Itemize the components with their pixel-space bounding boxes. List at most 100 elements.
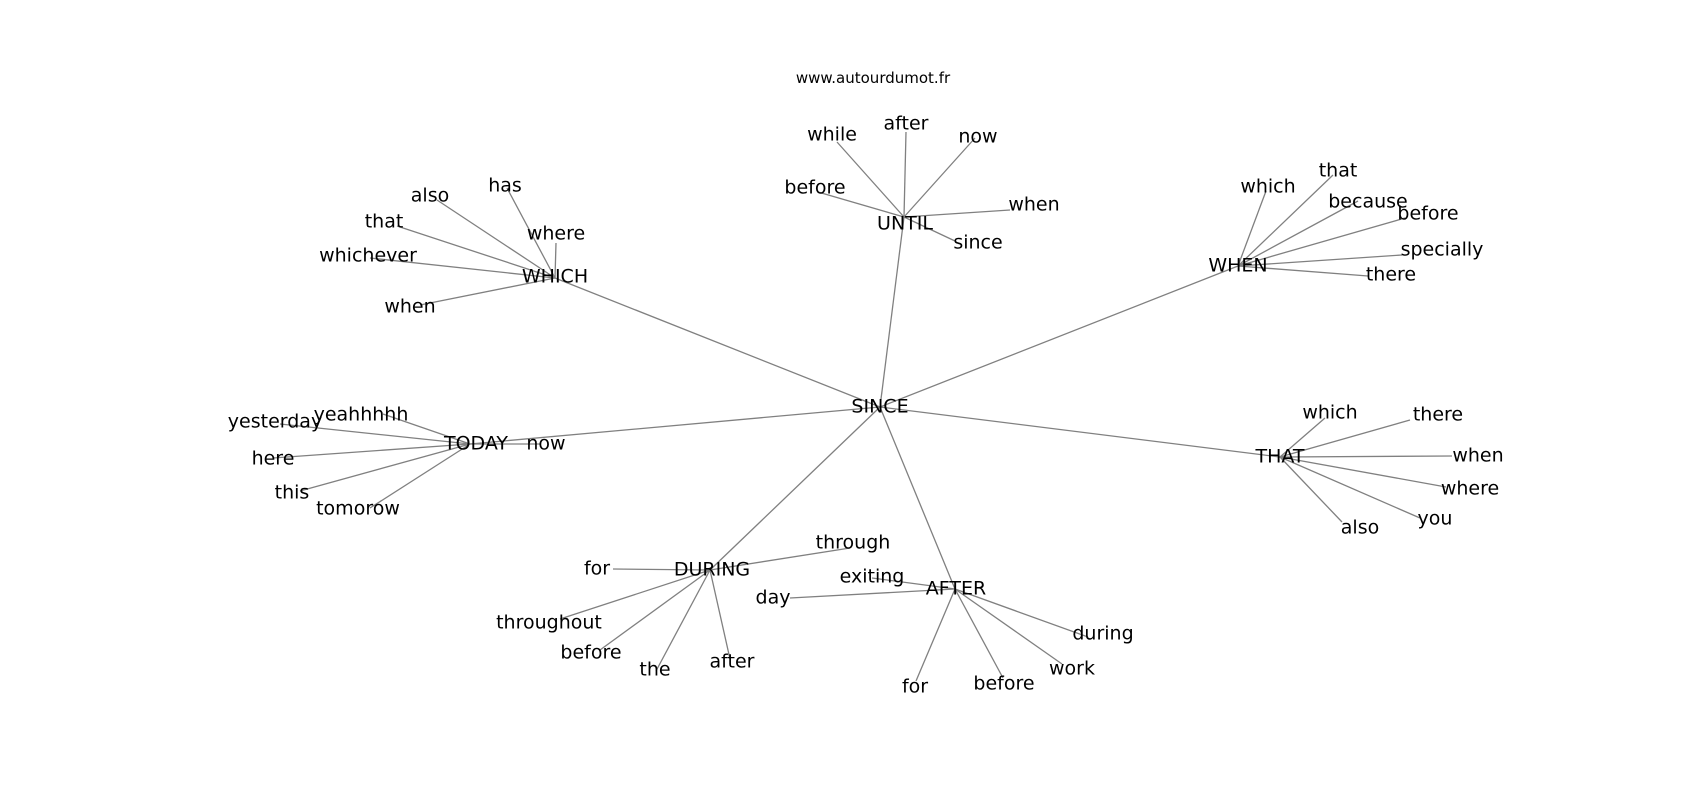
edge-during-for [612,568,711,571]
word-that-there: there [1413,404,1463,426]
edge-which-that [396,225,556,279]
word-until-before: before [784,177,845,199]
edge-during-after [709,569,731,660]
edge-that-also [1279,456,1343,523]
edge-since-during [709,406,881,571]
word-which-that: that [365,211,404,233]
edge-after-during [954,588,1089,638]
word-after-day: day [756,587,791,609]
word-which-whichever: whichever [319,245,417,267]
edge-since-today [469,406,881,445]
word-when-because: because [1328,191,1407,213]
edge-during-throughout [559,569,711,620]
word-until-after: after [884,113,929,135]
edge-since-until [879,216,905,408]
word-today-here: here [252,448,295,470]
word-which-where: where [527,223,585,245]
word-today-now: now [526,433,565,455]
graph-edges [272,131,1453,682]
edge-until-while [836,141,905,218]
edge-since-after [879,406,956,590]
word-until-while: while [807,124,857,146]
word-during-after: after [710,651,755,673]
word-during-before: before [560,642,621,664]
word-after-before: before [973,673,1034,695]
word-today-tomorow: tomorow [316,498,400,520]
word-when-which: which [1240,176,1295,198]
edge-when-specially [1237,254,1403,267]
word-until-since: since [953,232,1002,254]
node-during: DURING [674,559,750,581]
edge-since-that [879,406,1281,458]
word-which-when: when [384,296,435,318]
word-which-has: has [488,175,522,197]
node-when: WHEN [1208,255,1267,277]
word-that-also: also [1341,517,1379,539]
edge-that-which [1279,417,1326,458]
edge-today-here [272,443,471,459]
node-that: THAT [1254,446,1304,468]
edge-until-now [903,137,976,218]
edge-today-yeahhhhh [382,413,471,445]
edge-today-this [299,443,471,492]
node-after: AFTER [926,578,986,600]
word-when-before: before [1397,203,1458,225]
graph-labels: SINCE UNTIL while after now before when sinceWH… [228,113,1504,698]
edge-during-the [655,569,711,672]
edge-after-work [954,588,1063,665]
source-watermark: www.autourdumot.fr [796,69,951,87]
edge-when-there [1237,265,1369,277]
word-which-also: also [411,185,449,207]
edge-today-yesterday [279,423,471,445]
edge-after-day [789,588,956,599]
edge-which-when [419,277,556,306]
word-during-throughout: throughout [496,612,602,634]
word-today-yesterday: yesterday [228,411,322,433]
node-which: WHICH [522,266,588,288]
edge-today-tomorow [369,443,471,509]
edge-after-before [954,588,1004,679]
edge-which-has [506,187,556,279]
edge-which-whichever [369,257,556,279]
word-after-exiting: exiting [840,566,905,588]
word-today-this: this [275,482,310,504]
word-during-through: through [816,532,891,554]
edge-that-when [1279,455,1453,458]
word-after-for: for [902,676,928,698]
edge-which-also [436,199,556,279]
edge-when-that [1237,174,1334,267]
edge-until-after [903,131,907,218]
word-that-you: you [1418,508,1453,530]
edge-when-before [1237,217,1406,267]
node-since: SINCE [851,396,908,418]
edge-after-for [915,588,956,682]
edge-after-exiting [871,577,956,590]
edge-which-where [554,242,557,279]
word-after-during: during [1072,623,1133,645]
edge-until-before [817,191,905,218]
edge-since-when [879,265,1239,408]
word-when-specially: specially [1401,239,1484,261]
word-when-that: that [1319,160,1358,182]
word-that-where: where [1441,478,1499,500]
edge-until-since [903,216,956,242]
node-today: TODAY [443,433,508,455]
edge-when-which [1237,190,1267,267]
word-when-there: there [1366,264,1416,286]
word-that-which: which [1302,402,1357,424]
edge-that-there [1279,419,1411,458]
word-until-now: now [958,126,997,148]
edge-that-where [1279,456,1447,488]
edge-during-before [599,569,711,651]
word-until-when: when [1008,194,1059,216]
edge-when-because [1237,200,1359,267]
edge-during-through [709,547,851,571]
word-during-the: the [639,659,670,681]
node-until: UNTIL [877,213,933,235]
edge-until-when [903,209,1011,218]
edge-that-you [1279,456,1421,519]
edge-since-which [554,277,881,408]
word-today-yeahhhhh: yeahhhhh [314,404,409,426]
word-during-for: for [584,558,610,580]
